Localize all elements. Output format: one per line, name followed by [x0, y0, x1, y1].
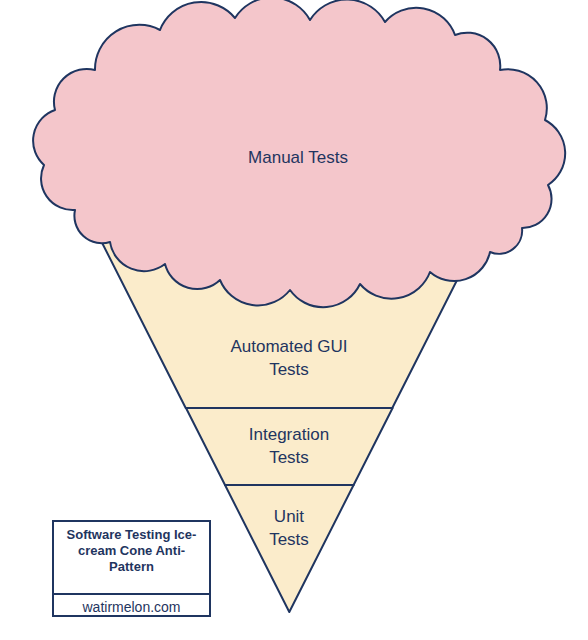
node-label: Manual Tests [38, 146, 558, 169]
band-outline [88, 215, 490, 408]
caption-source: watirmelon.com [54, 595, 209, 617]
cloud-shape: Manual Tests [38, 8, 558, 298]
band-outline [186, 408, 393, 485]
cone-band-outline [186, 408, 393, 485]
band-outline [225, 485, 354, 612]
cone-band: Integration Tests [186, 408, 393, 485]
node-label: Unit Tests [259, 505, 319, 551]
node-label: Integration Tests [234, 423, 344, 469]
cone-tip: Unit Tests [225, 485, 354, 612]
caption-box: Software Testing Ice-cream Cone Anti-Pat… [52, 520, 211, 617]
caption-title: Software Testing Ice-cream Cone Anti-Pat… [54, 522, 209, 595]
node-label: Automated GUI Tests [224, 335, 354, 381]
